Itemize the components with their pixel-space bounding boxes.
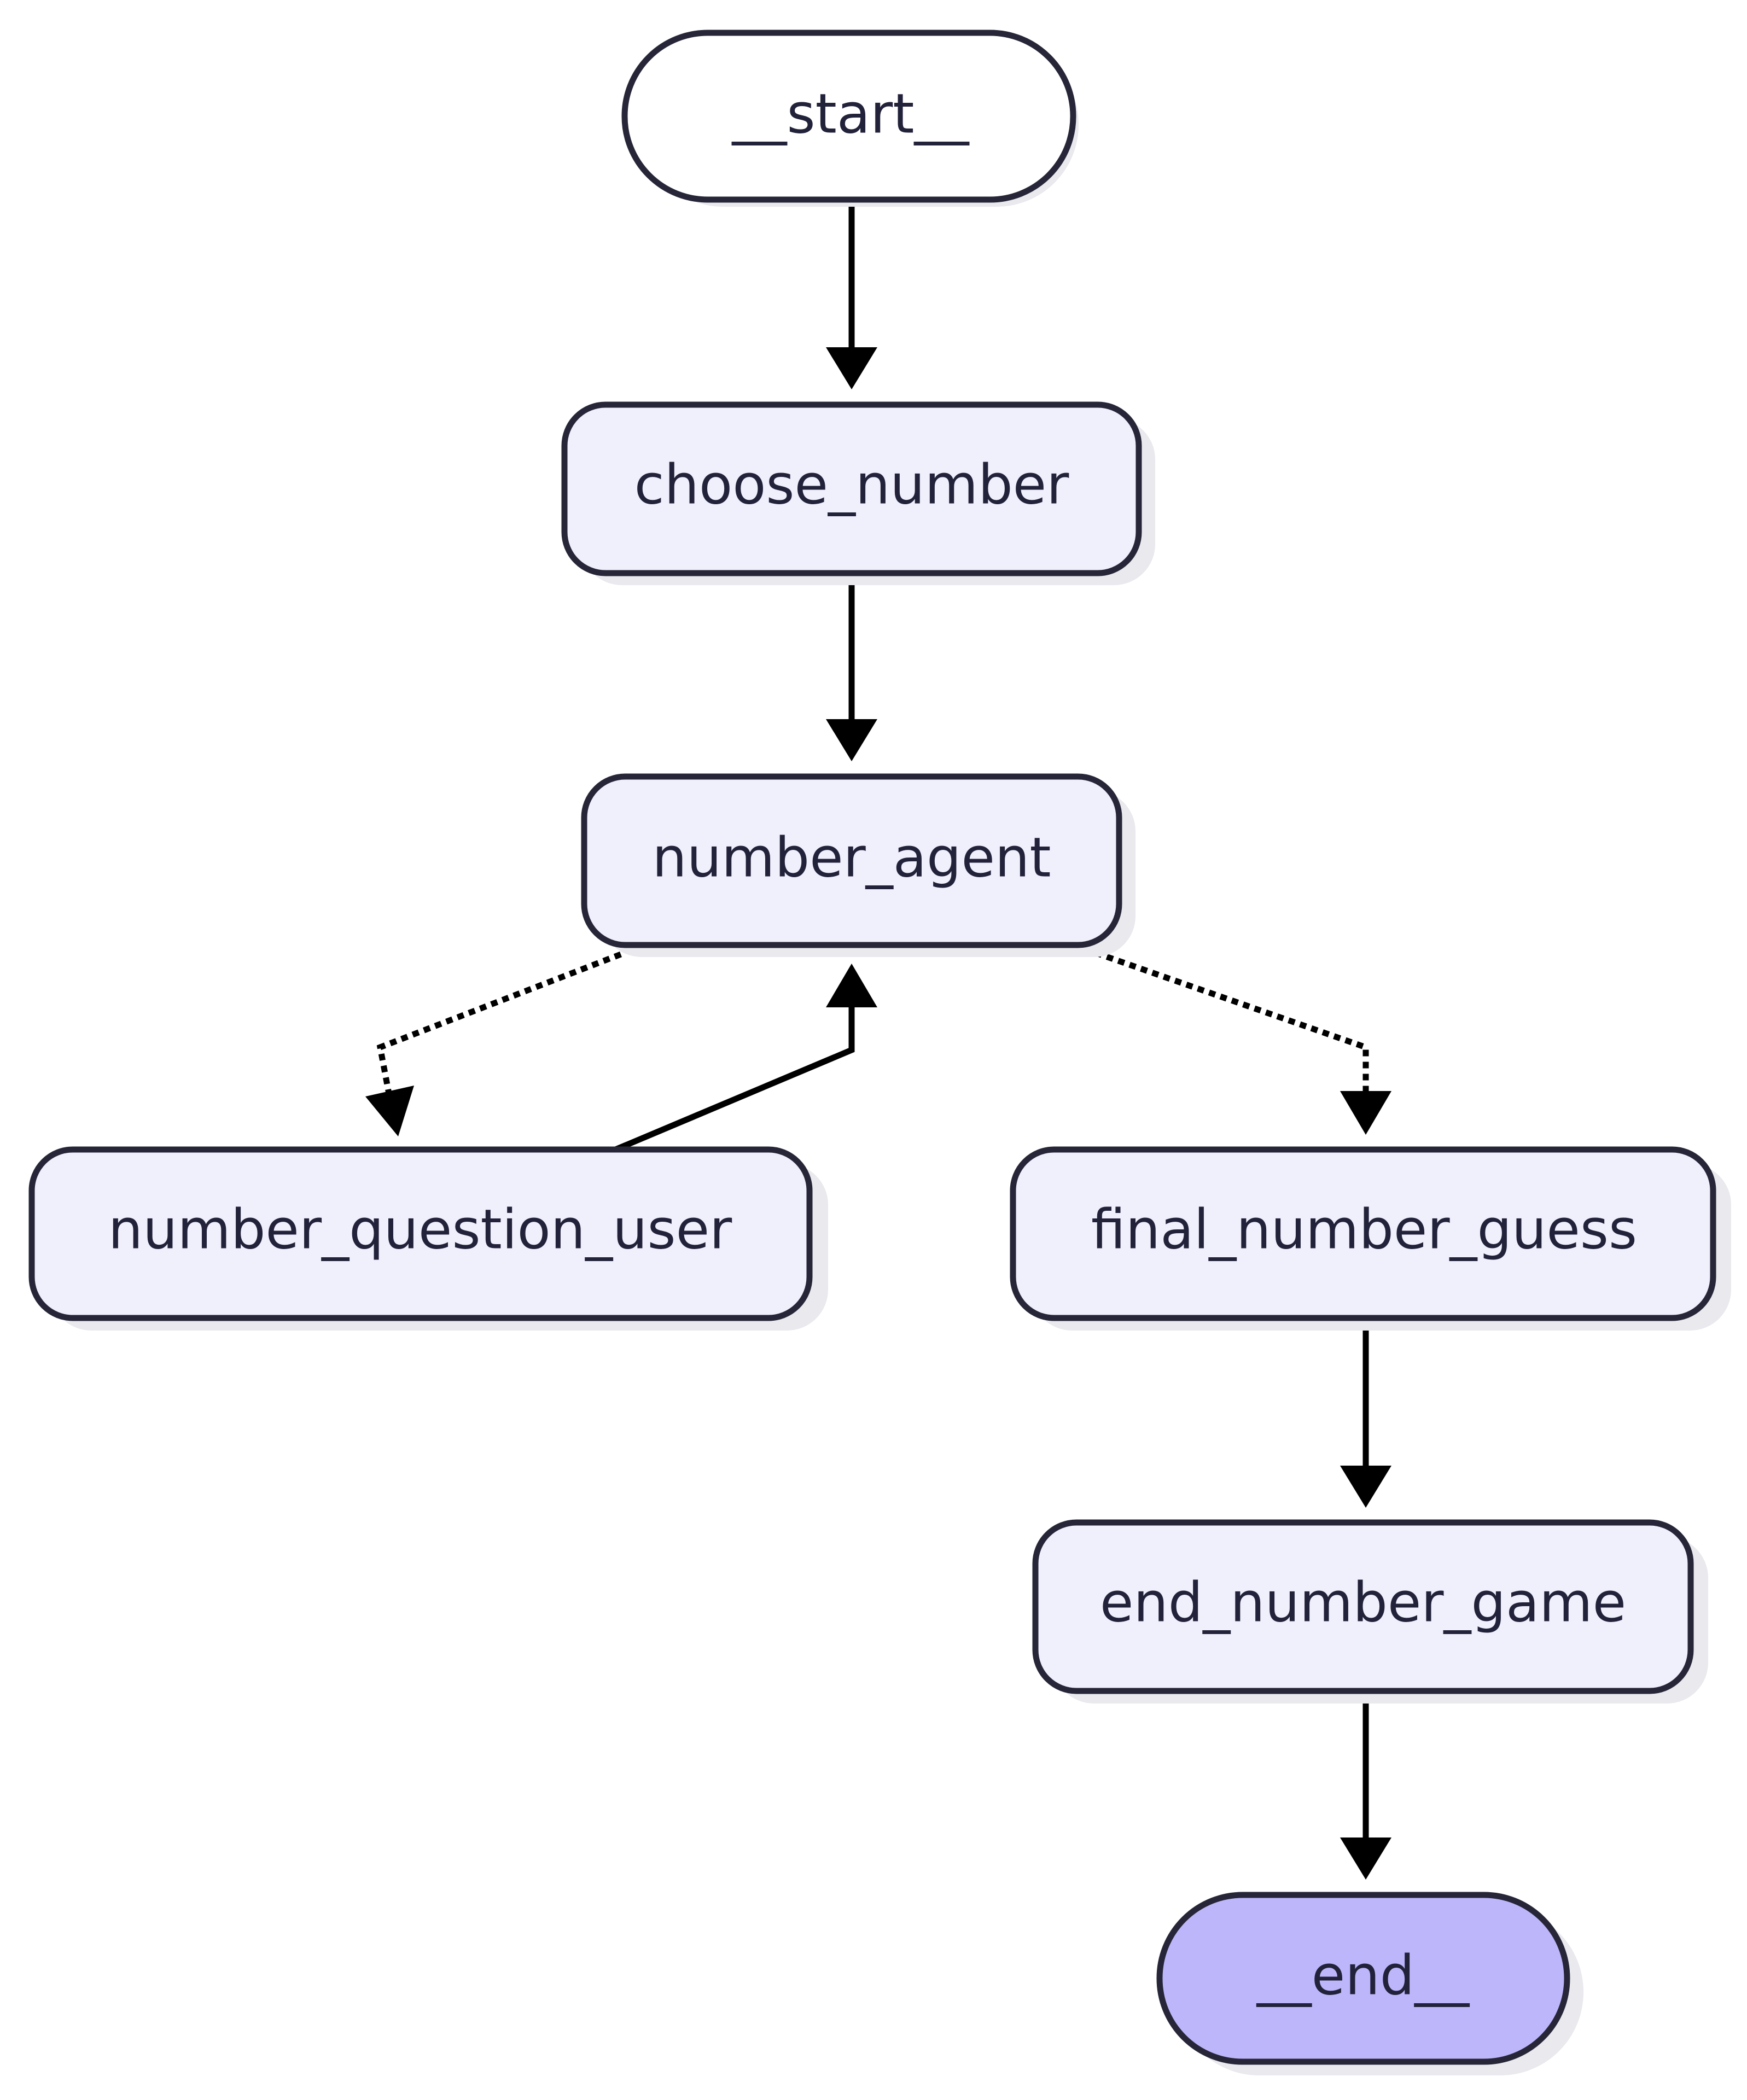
node-end-number-game: end_number_game [1032, 1519, 1708, 1704]
node-choose-number: choose_number [561, 401, 1155, 585]
arrowhead-final-number-guess [1340, 1091, 1391, 1135]
arrowhead-number-question-user [365, 1086, 414, 1136]
arrowhead-number-agent [826, 719, 877, 761]
edge-number-agent-to-final-number-guess [1083, 946, 1369, 1094]
arrowhead-end-number-game [1340, 1466, 1391, 1508]
arrowhead-end [1340, 1838, 1391, 1880]
node-number-question-user-label: number_question_user [108, 1198, 732, 1262]
node-number-agent-label: number_agent [652, 826, 1051, 890]
node-start-label: __start__ [732, 82, 970, 146]
node-choose-number-label: choose_number [634, 453, 1070, 517]
node-number-question-user-shape [28, 1146, 813, 1321]
node-start-shape [621, 30, 1076, 203]
node-end-number-game-shape [1032, 1519, 1694, 1694]
node-number-agent: number_agent [581, 773, 1135, 957]
edges [365, 202, 1391, 1880]
arrowhead-number-agent-return [826, 964, 877, 1007]
edge-number-agent-to-number-question-user [376, 951, 622, 1098]
node-end-label: __end__ [1256, 1944, 1470, 2008]
arrowhead-choose-number [826, 347, 877, 389]
node-number-agent-shape [581, 773, 1122, 948]
node-end-number-game-label: end_number_game [1100, 1571, 1626, 1635]
node-final-number-guess-shape [1010, 1146, 1716, 1321]
node-start: __start__ [621, 30, 1079, 207]
node-final-number-guess: final_number_guess [1010, 1146, 1731, 1331]
node-final-number-guess-label: final_number_guess [1091, 1198, 1637, 1262]
node-choose-number-shape [561, 401, 1142, 576]
node-end: __end__ [1156, 1892, 1583, 2075]
node-end-shape [1156, 1892, 1570, 2065]
node-number-question-user: number_question_user [28, 1146, 828, 1331]
edge-number-question-user-to-number-agent [613, 1001, 855, 1153]
